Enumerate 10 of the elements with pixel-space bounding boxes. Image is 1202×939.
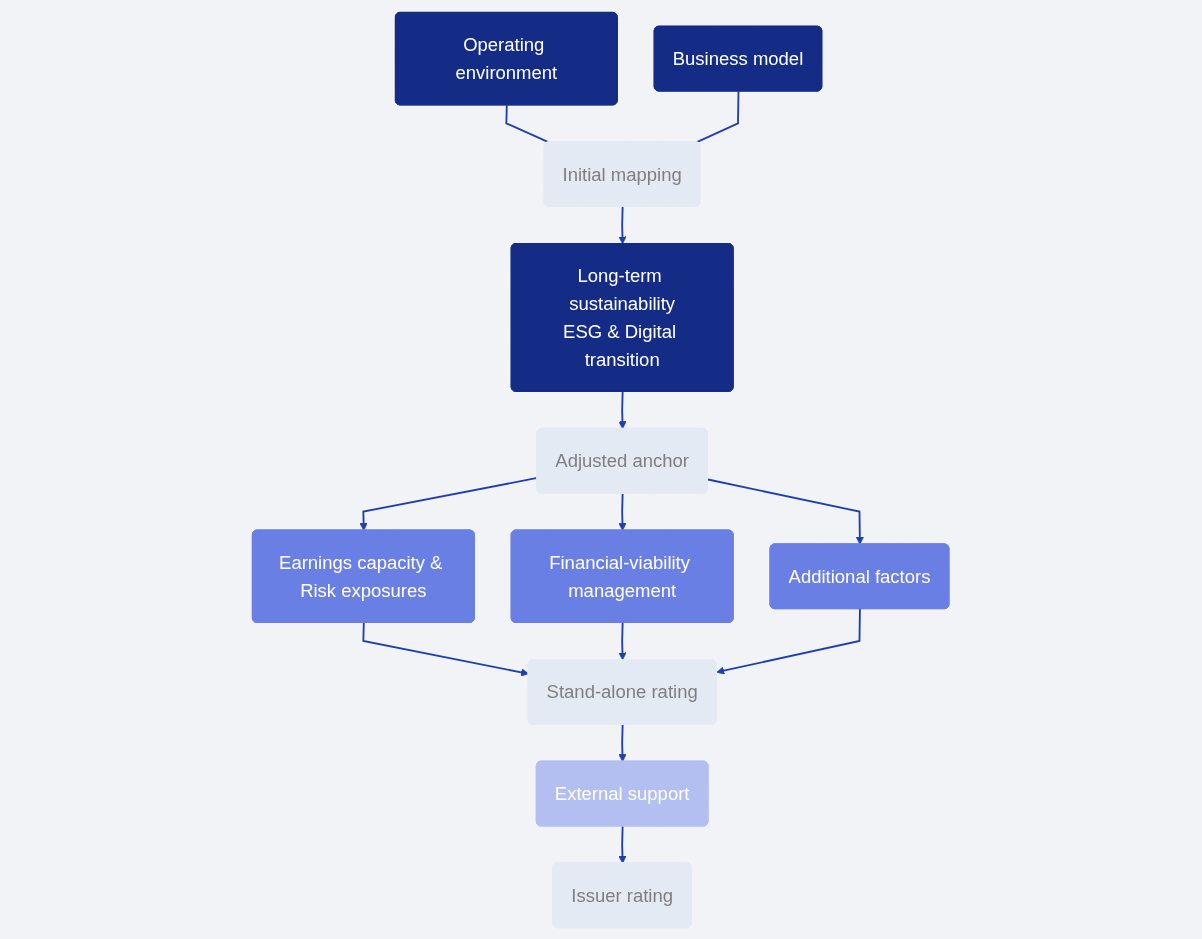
arrow	[618, 621, 627, 660]
arrow	[359, 476, 539, 531]
arrow	[362, 621, 530, 676]
arrow	[618, 390, 627, 429]
arrow	[716, 607, 862, 675]
arrow	[618, 824, 627, 864]
arrow	[618, 723, 627, 762]
arrow	[707, 478, 865, 545]
arrow	[618, 205, 627, 244]
arrow	[618, 492, 627, 531]
